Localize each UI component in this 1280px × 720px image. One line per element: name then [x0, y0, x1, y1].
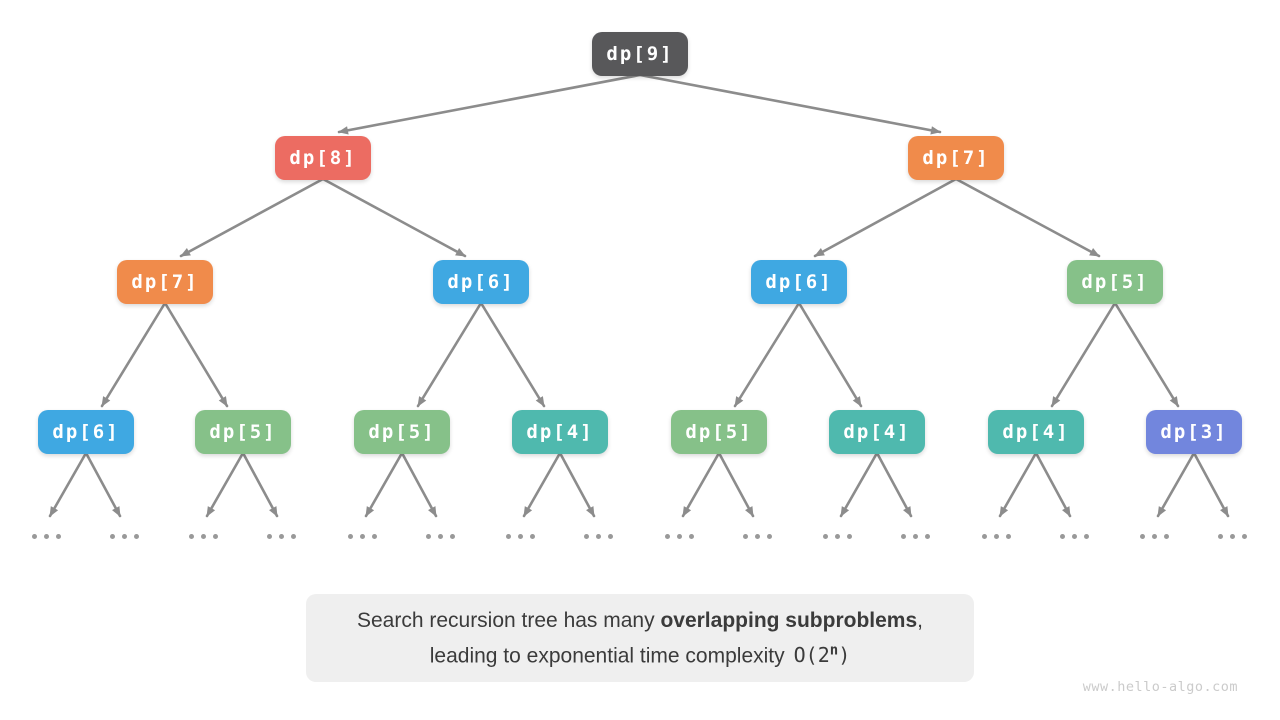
complexity-text: O(2 — [793, 643, 830, 668]
ellipsis — [426, 534, 455, 539]
tree-edge-arrow — [321, 177, 467, 258]
tree-edge-arrow — [717, 451, 755, 518]
tree-edge-arrow — [797, 301, 863, 408]
tree-node-dp[7]: dp[7] — [908, 136, 1004, 180]
caption-line-1: Search recursion tree has many overlappi… — [357, 605, 923, 636]
tree-edge-arrow — [558, 451, 596, 518]
ellipsis — [823, 534, 852, 539]
tree-edge-arrow — [998, 451, 1038, 518]
tree-node-dp[5]: dp[5] — [195, 410, 291, 454]
ellipsis — [506, 534, 535, 539]
tree-edge-arrow — [364, 451, 404, 518]
tree-node-dp[4]: dp[4] — [829, 410, 925, 454]
ellipsis — [1218, 534, 1247, 539]
caption-line-2: leading to exponential time complexity O(… — [430, 636, 850, 672]
complexity-notation: O(2n) — [793, 642, 851, 668]
tree-edge-arrow — [681, 451, 721, 518]
tree-edge-arrow — [100, 301, 167, 408]
tree-node-dp[5]: dp[5] — [671, 410, 767, 454]
tree-edge-arrow — [1034, 451, 1072, 518]
tree-node-dp[4]: dp[4] — [988, 410, 1084, 454]
tree-node-dp[7]: dp[7] — [117, 260, 213, 304]
tree-edge-arrow — [48, 451, 88, 518]
tree-node-dp[6]: dp[6] — [38, 410, 134, 454]
ellipsis — [189, 534, 218, 539]
caption-text: leading to exponential time complexity — [429, 644, 785, 668]
tree-edge-arrow — [205, 451, 245, 518]
ellipsis — [584, 534, 613, 539]
caption-bold-text: overlapping subproblems — [660, 608, 918, 632]
tree-edge-arrow — [400, 451, 438, 518]
ellipsis — [348, 534, 377, 539]
caption-box: Search recursion tree has many overlappi… — [306, 594, 974, 682]
tree-node-dp[5]: dp[5] — [1067, 260, 1163, 304]
tree-edge-arrow — [84, 451, 122, 518]
tree-node-dp[6]: dp[6] — [751, 260, 847, 304]
tree-node-dp[9]: dp[9] — [592, 32, 688, 76]
tree-edge-arrow — [1050, 301, 1117, 408]
ellipsis — [1140, 534, 1169, 539]
tree-edge-arrow — [1113, 301, 1180, 408]
complexity-exponent: n — [829, 642, 839, 659]
ellipsis — [743, 534, 772, 539]
caption-text: Search recursion tree has many — [356, 608, 661, 632]
ellipsis — [665, 534, 694, 539]
tree-edge-arrow — [163, 301, 229, 408]
tree-node-dp[3]: dp[3] — [1146, 410, 1242, 454]
tree-edge-arrow — [1192, 451, 1230, 518]
ellipsis — [982, 534, 1011, 539]
tree-edge-arrow — [813, 177, 958, 258]
tree-edge-arrow — [479, 301, 546, 408]
tree-node-dp[5]: dp[5] — [354, 410, 450, 454]
ellipsis — [110, 534, 139, 539]
tree-edge-arrow — [1156, 451, 1196, 518]
ellipsis — [267, 534, 296, 539]
ellipsis — [1060, 534, 1089, 539]
tree-node-dp[6]: dp[6] — [433, 260, 529, 304]
tree-edge-arrow — [416, 301, 483, 408]
caption-text: , — [917, 608, 924, 632]
tree-edge-arrow — [638, 73, 942, 135]
tree-edge-arrow — [875, 451, 913, 518]
tree-edge-arrow — [954, 177, 1101, 258]
ellipsis — [901, 534, 930, 539]
tree-node-dp[8]: dp[8] — [275, 136, 371, 180]
tree-edge-arrow — [337, 73, 642, 135]
tree-edge-arrow — [733, 301, 801, 408]
ellipsis — [32, 534, 61, 539]
tree-edge-arrow — [522, 451, 562, 518]
tree-edge-arrow — [241, 451, 279, 518]
watermark-url: www.hello-algo.com — [1082, 679, 1238, 695]
complexity-text: ) — [838, 643, 851, 668]
tree-edge-arrow — [179, 177, 325, 258]
tree-edge-arrow — [839, 451, 879, 518]
tree-node-dp[4]: dp[4] — [512, 410, 608, 454]
